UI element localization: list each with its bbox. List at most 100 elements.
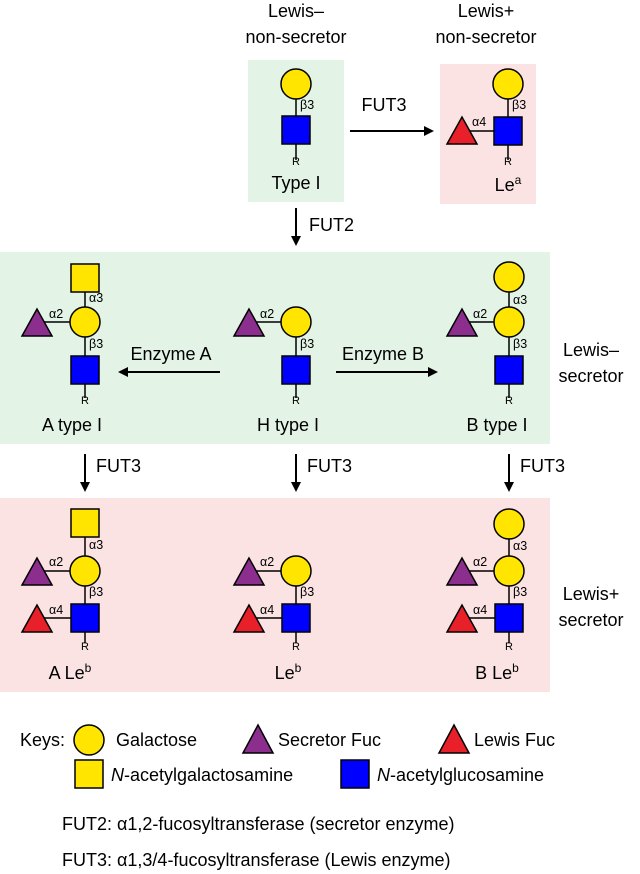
glcnac-icon <box>70 603 100 633</box>
legend-fut3-description: FUT3: α1,3/4-fucosyltransferase (Lewis e… <box>62 850 451 870</box>
a-leb-label: A Leb <box>49 661 92 683</box>
header-lewis-neg-nonsec-line1: Lewis– <box>268 1 324 21</box>
linkage-b3: β3 <box>513 337 527 351</box>
galactose-icon <box>280 68 312 100</box>
galactose-key-icon <box>73 724 105 756</box>
leb-label: Leb <box>275 661 302 683</box>
a-type1-structure: α3 α2 β3 R A type I <box>20 263 103 435</box>
side-lewis-neg-secretor-line1: Lewis– <box>563 340 619 360</box>
h-type1-label: H type I <box>257 415 319 435</box>
secretor-fuc-icon <box>232 307 266 337</box>
galnac-key-icon <box>74 759 104 789</box>
reducing-end-r: R <box>292 641 300 653</box>
glcnac-icon <box>281 603 311 633</box>
reducing-end-r: R <box>81 395 89 407</box>
secretor-fuc-icon <box>20 556 54 586</box>
galactose-icon <box>493 508 525 540</box>
linkage-a2: α2 <box>49 307 63 321</box>
header-lewis-neg-nonsec-line2: non-secretor <box>245 27 346 47</box>
secretor-fuc-key-icon <box>241 723 275 754</box>
linkage-b3: β3 <box>513 585 527 599</box>
lea-label: Lea <box>495 173 522 195</box>
galactose-icon <box>493 261 525 293</box>
galnac-icon <box>70 263 100 293</box>
type1-structure: β3 R Type I <box>271 68 321 193</box>
reducing-end-r: R <box>292 156 300 168</box>
linkage-b3: β3 <box>300 585 314 599</box>
galactose-icon <box>280 555 312 587</box>
enzyme-a-label: Enzyme A <box>130 344 211 364</box>
fut3-label-h: FUT3 <box>307 456 352 476</box>
side-lewis-neg-secretor-line2: secretor <box>558 366 623 386</box>
linkage-a4: α4 <box>473 603 487 617</box>
legend-galactose: Galactose <box>116 730 197 750</box>
lewis-fuc-icon <box>232 603 266 633</box>
glcnac-icon <box>70 355 100 385</box>
b-leb-structure: α3 α2 β3 α4 R B Leb <box>445 508 527 683</box>
linkage-a2: α2 <box>473 307 487 321</box>
glcnac-icon <box>494 603 524 633</box>
a-type1-label: A type I <box>42 415 102 435</box>
linkage-a2: α2 <box>473 555 487 569</box>
galactose-icon <box>69 555 101 587</box>
header-lewis-pos-nonsec-line2: non-secretor <box>435 27 536 47</box>
glcnac-icon <box>493 116 523 146</box>
fut3-top-label: FUT3 <box>362 95 407 115</box>
reducing-end-r: R <box>81 641 89 653</box>
linkage-b3: β3 <box>89 337 103 351</box>
enzyme-b-label: Enzyme B <box>342 344 424 364</box>
linkage-b3: β3 <box>89 585 103 599</box>
linkage-a4: α4 <box>472 115 486 129</box>
legend-lewis-fuc: Lewis Fuc <box>474 730 555 750</box>
linkage-a3: α3 <box>89 291 103 305</box>
b-leb-label: B Leb <box>475 661 519 683</box>
linkage-b3: β3 <box>300 98 314 112</box>
lewis-fuc-icon <box>20 603 54 633</box>
reducing-end-r: R <box>505 641 513 653</box>
fut3-label-b: FUT3 <box>520 456 565 476</box>
side-lewis-pos-secretor-line1: Lewis+ <box>563 584 620 604</box>
header-lewis-pos-nonsec-line1: Lewis+ <box>458 1 515 21</box>
reducing-end-r: R <box>292 395 300 407</box>
galnac-icon <box>70 508 100 538</box>
legend-secretor-fuc: Secretor Fuc <box>278 730 381 750</box>
linkage-a2: α2 <box>260 555 274 569</box>
lea-structure: β3 α4 R Lea <box>445 68 526 195</box>
galactose-icon <box>69 306 101 338</box>
side-lewis-pos-secretor-line2: secretor <box>558 610 623 630</box>
secretor-fuc-icon <box>20 307 54 337</box>
reducing-end-r: R <box>505 395 513 407</box>
legend-glcnac: N-acetylglucosamine <box>377 765 544 785</box>
legend-fut2-description: FUT2: α1,2-fucosyltransferase (secretor … <box>62 814 455 834</box>
secretor-fuc-icon <box>445 307 479 337</box>
legend-title: Keys: <box>20 730 65 750</box>
galactose-icon <box>280 306 312 338</box>
secretor-fuc-icon <box>232 556 266 586</box>
glcnac-icon <box>281 115 311 145</box>
type1-label: Type I <box>271 173 320 193</box>
linkage-b3: β3 <box>300 337 314 351</box>
fut2-label: FUT2 <box>309 215 354 235</box>
linkage-a3: α3 <box>513 293 527 307</box>
galactose-icon <box>493 555 525 587</box>
galactose-icon <box>493 306 525 338</box>
leb-structure: α2 β3 α4 R Leb <box>232 555 314 683</box>
galactose-icon <box>492 68 524 100</box>
secretor-fuc-icon <box>445 556 479 586</box>
linkage-b3: β3 <box>512 98 526 112</box>
legend: Keys: Galactose Secretor Fuc Lewis Fuc N… <box>20 723 555 870</box>
legend-galnac: N-acetylgalactosamine <box>111 765 293 785</box>
glcnac-icon <box>494 355 524 385</box>
linkage-a2: α2 <box>260 307 274 321</box>
lewis-fuc-key-icon <box>437 723 471 754</box>
linkage-a2: α2 <box>49 555 63 569</box>
linkage-a4: α4 <box>260 603 274 617</box>
linkage-a3: α3 <box>513 539 527 553</box>
reducing-end-r: R <box>504 156 512 168</box>
a-leb-structure: α3 α2 β3 α4 R A Leb <box>20 508 103 683</box>
glcnac-key-icon <box>340 759 370 789</box>
lewis-fuc-icon <box>445 115 479 145</box>
b-type1-label: B type I <box>466 415 527 435</box>
linkage-a3: α3 <box>89 538 103 552</box>
